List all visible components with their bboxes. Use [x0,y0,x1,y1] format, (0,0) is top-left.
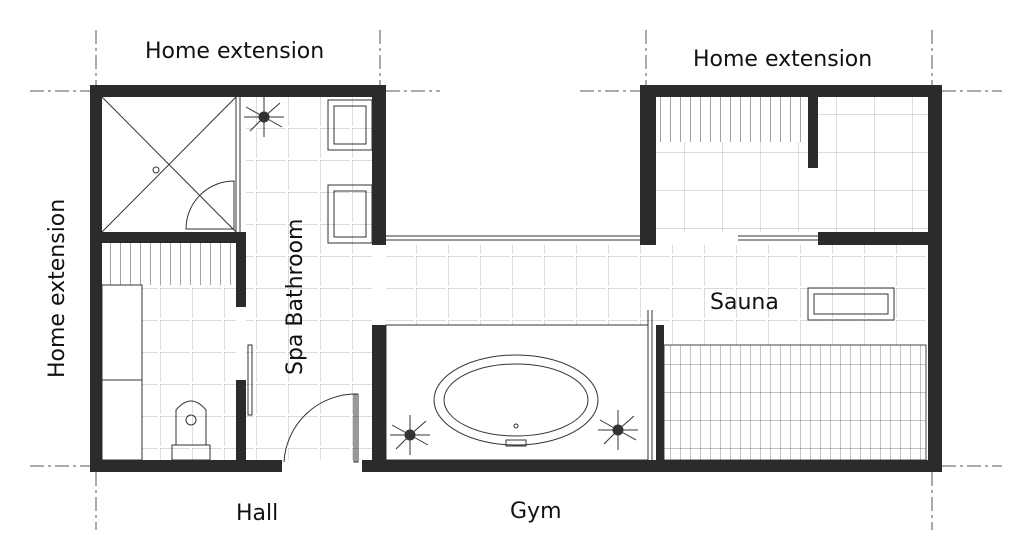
hall-door[interactable] [283,393,357,463]
walls [90,85,942,472]
label-spa-bathroom: Spa Bathroom [283,219,308,375]
construction-grid [30,30,1002,530]
stair-top-right [656,97,808,142]
label-sauna: Sauna [710,290,779,315]
shower-door[interactable] [185,180,235,230]
wc-floor [142,285,236,460]
sauna-bench [663,344,927,461]
label-home-extension-top-right: Home extension [693,47,872,72]
glass-partition [386,235,640,241]
sauna-heater [807,287,895,321]
label-home-extension-left: Home extension [45,199,70,378]
shower-drain [152,166,160,174]
plant-icon [244,97,284,137]
label-hall: Hall [236,501,278,526]
bathroom-floor [246,97,372,460]
plant-icon [598,410,638,450]
label-gym: Gym [510,499,562,524]
label-home-extension-top-left: Home extension [145,39,324,64]
cabinet [101,284,143,461]
sauna-floor [664,245,928,345]
bench-slats [102,243,236,285]
plant-icon [390,415,430,455]
